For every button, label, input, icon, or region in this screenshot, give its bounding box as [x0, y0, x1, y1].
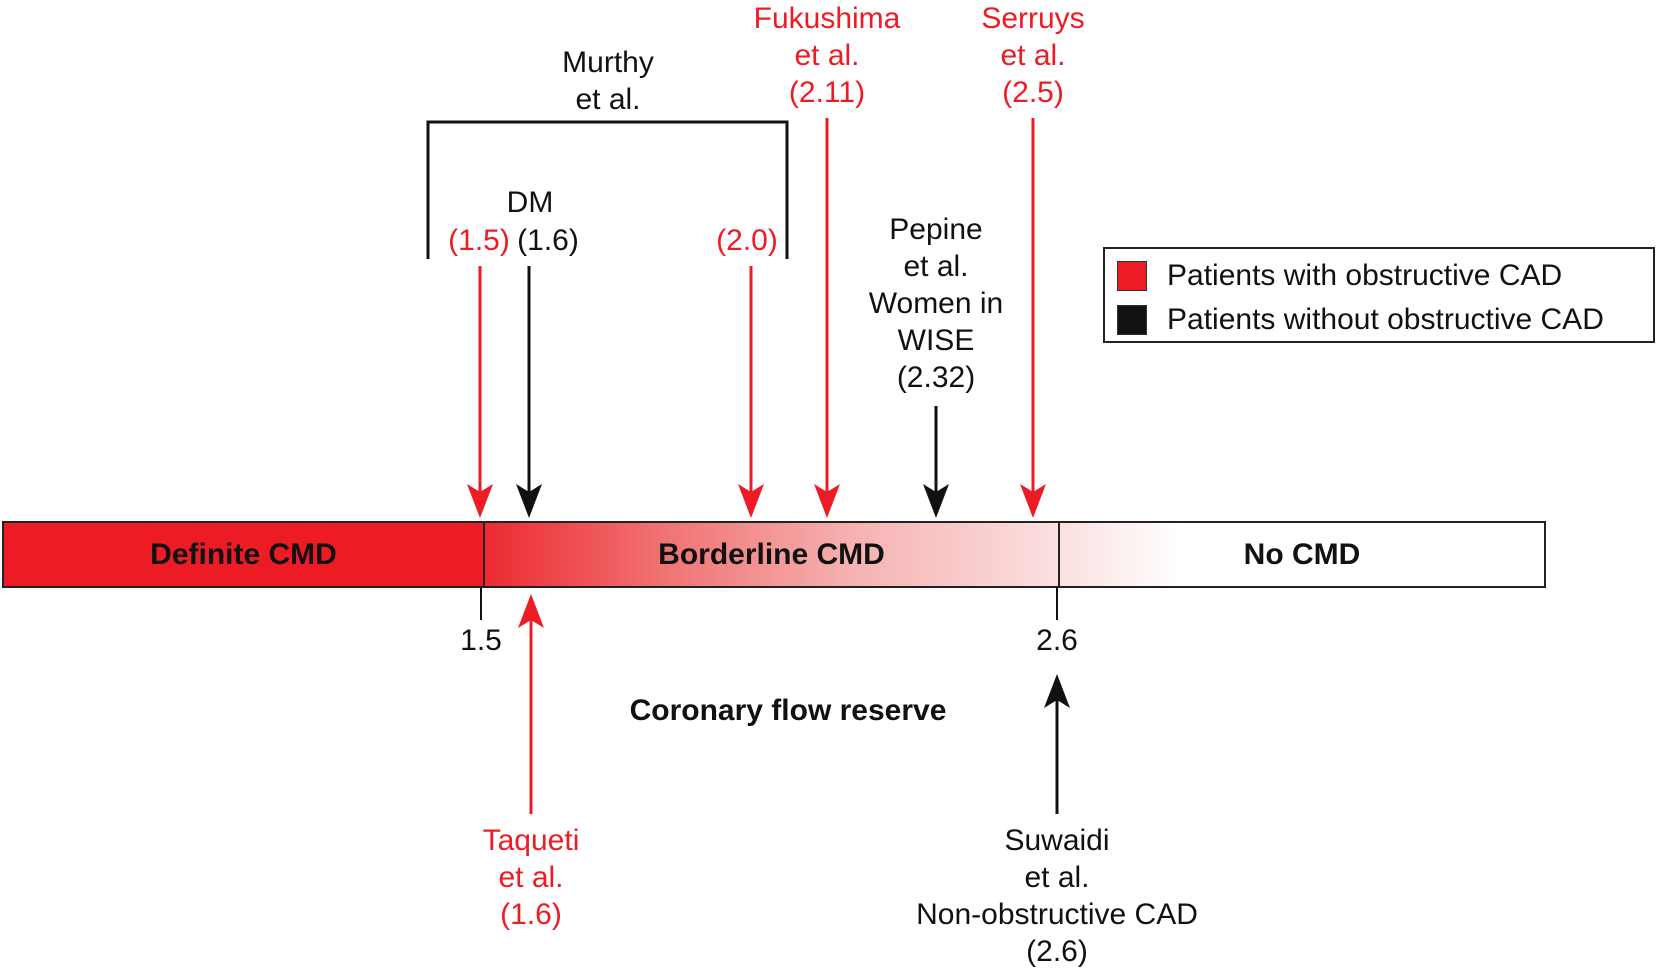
zone-borderline-cmd: Borderline CMD: [483, 523, 1060, 586]
arrow-serruys: [1020, 118, 1046, 518]
legend-label-non-obstructive: Patients without obstructive CAD: [1167, 303, 1604, 336]
murthy-value-1-5: (1.5): [448, 224, 510, 257]
zone-label-none: No CMD: [1243, 537, 1361, 571]
pepine-label: Pepine et al. Women in WISE (2.32): [836, 211, 1036, 396]
pepine-sub2: WISE: [897, 324, 975, 357]
pepine-sub1: Women in: [868, 287, 1004, 320]
taqueti-value: (1.6): [500, 898, 562, 931]
serruys-name: Serruys: [981, 2, 1085, 35]
taqueti-label: Taqueti et al. (1.6): [451, 822, 611, 933]
legend-swatch-black: [1117, 305, 1147, 335]
fukushima-name: Fukushima: [753, 2, 901, 35]
zone-label-borderline: Borderline CMD: [658, 537, 885, 571]
fukushima-label: Fukushima et al. (2.11): [727, 0, 927, 111]
arrow-fukushima: [814, 118, 840, 518]
arrow-murthy-1-5: [467, 266, 493, 518]
arrow-murthy-2-0: [738, 266, 764, 518]
murthy-bracket: [426, 120, 789, 259]
taqueti-etal: et al.: [498, 861, 564, 894]
fukushima-etal: et al.: [794, 39, 860, 72]
suwaidi-label: Suwaidi et al. Non-obstructive CAD (2.6): [887, 822, 1227, 970]
threshold-1-5: 1.5: [460, 624, 502, 657]
serruys-label: Serruys et al. (2.5): [943, 0, 1123, 111]
arrow-murthy-dm-1-6: [516, 266, 542, 518]
legend-item-obstructive: Patients with obstructive CAD: [1117, 259, 1562, 293]
pepine-etal: et al.: [903, 250, 969, 283]
murthy-value-1-6: (1.6): [517, 224, 579, 257]
arrow-suwaidi: [1044, 674, 1070, 814]
arrow-pepine: [923, 406, 949, 518]
serruys-etal: et al.: [1000, 39, 1066, 72]
legend: Patients with obstructive CAD Patients w…: [1103, 247, 1655, 343]
pepine-name: Pepine: [889, 213, 983, 246]
murthy-etal: et al.: [575, 83, 641, 116]
suwaidi-etal: et al.: [1024, 861, 1090, 894]
murthy-dm-label: DM: [506, 186, 554, 219]
suwaidi-name: Suwaidi: [1004, 824, 1110, 857]
suwaidi-value: (2.6): [1026, 935, 1088, 968]
legend-item-non-obstructive: Patients without obstructive CAD: [1117, 303, 1604, 337]
fukushima-value: (2.11): [788, 76, 866, 109]
murthy-label: Murthy et al.: [548, 44, 668, 118]
taqueti-name: Taqueti: [482, 824, 580, 857]
zone-label-definite: Definite CMD: [150, 537, 337, 571]
suwaidi-sub: Non-obstructive CAD: [916, 898, 1198, 931]
murthy-value-2-0: (2.0): [716, 224, 778, 257]
zone-definite-cmd: Definite CMD: [4, 523, 483, 586]
arrow-taqueti: [518, 594, 544, 814]
murthy-name: Murthy: [562, 46, 654, 79]
axis-title: Coronary flow reserve: [629, 694, 947, 727]
legend-label-obstructive: Patients with obstructive CAD: [1167, 259, 1563, 292]
legend-swatch-red: [1117, 261, 1147, 291]
cfr-scale-bar: Definite CMD Borderline CMD No CMD: [2, 521, 1546, 588]
threshold-2-6: 2.6: [1036, 624, 1078, 657]
pepine-value: (2.32): [896, 361, 976, 394]
serruys-value: (2.5): [1002, 76, 1064, 109]
zone-no-cmd: No CMD: [1060, 523, 1544, 586]
